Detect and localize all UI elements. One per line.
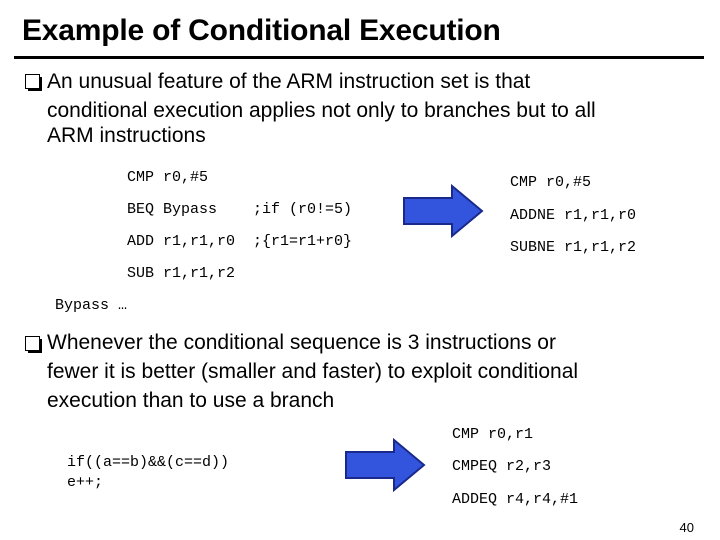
bullet-1-line-2: conditional execution applies not only t…: [47, 99, 596, 122]
code-left-1-line-1: CMP r0,#5: [127, 169, 209, 186]
bullet-1-line-3: ARM instructions: [47, 124, 206, 147]
title-rule: [14, 56, 704, 59]
bullet-2-checkbox-icon: [25, 336, 42, 353]
page-number: 40: [679, 520, 694, 535]
code-right-2-line-1: CMP r0,r1: [452, 426, 534, 443]
code-left-1-bypass: Bypass …: [55, 297, 128, 314]
right-arrow-icon: [403, 184, 484, 238]
bullet-1-line-1: An unusual feature of the ARM instructio…: [47, 70, 531, 93]
code-right-2-line-3: ADDEQ r4,r4,#1: [452, 491, 579, 508]
code-left-1-line-4: SUB r1,r1,r2: [127, 265, 236, 282]
code-left-2-line-1: if((a==b)&&(c==d)): [67, 454, 230, 471]
code-left-1-line-3: ADD r1,r1,r0 ;{r1=r1+r0}: [127, 233, 353, 250]
slide-title: Example of Conditional Execution: [22, 14, 501, 47]
bullet-1-checkbox-icon: [25, 74, 42, 91]
code-left-2-line-2: e++;: [67, 474, 104, 491]
code-right-1-line-2: ADDNE r1,r1,r0: [510, 207, 637, 224]
right-arrow-icon: [345, 438, 426, 492]
bullet-2-line-2: fewer it is better (smaller and faster) …: [47, 360, 579, 383]
code-right-1-line-1: CMP r0,#5: [510, 174, 592, 191]
code-right-2-line-2: CMPEQ r2,r3: [452, 458, 552, 475]
bullet-2-line-3: execution than to use a branch: [47, 389, 335, 412]
code-right-1-line-3: SUBNE r1,r1,r2: [510, 239, 637, 256]
bullet-2-line-1: Whenever the conditional sequence is 3 i…: [47, 331, 556, 354]
code-left-1-line-2: BEQ Bypass ;if (r0!=5): [127, 201, 353, 218]
